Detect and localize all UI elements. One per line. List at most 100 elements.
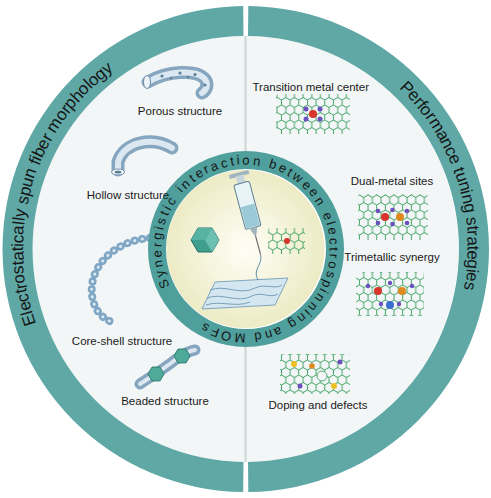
arc-letter: d — [254, 330, 263, 344]
graphene-sheet — [280, 354, 350, 394]
graphene-sheet — [268, 228, 305, 254]
band-fill — [148, 151, 344, 347]
pore — [178, 71, 181, 74]
syringe-barrel — [234, 181, 261, 230]
doped-lattice — [280, 354, 350, 394]
band-shape — [246, 0, 491, 498]
arc-letter: t — [229, 154, 235, 167]
metal-atom — [309, 110, 317, 118]
nitrogen-atom — [304, 107, 309, 112]
arc-letter: a — [9, 251, 26, 261]
arc-letter: t — [9, 247, 26, 252]
arc-letter: i — [152, 226, 165, 232]
metal-atom — [396, 213, 404, 221]
arc-letter: c — [219, 156, 228, 170]
arc-letter: t — [328, 247, 341, 251]
nitrogen-atom — [405, 209, 410, 214]
ring-title: Synergistic interaction between electros… — [148, 151, 344, 347]
ring-title: Electrostatically spun fiber morphology — [0, 0, 246, 498]
arc-letter: a — [209, 158, 220, 173]
ring-title: Performance tuning strategies — [246, 0, 491, 498]
metal-atom — [386, 301, 394, 309]
fiber-mat — [202, 278, 288, 309]
arc-letter: t — [465, 245, 482, 250]
band-fill — [248, 6, 489, 492]
pore — [160, 74, 163, 77]
fiber-shell — [140, 350, 195, 384]
arc-letter: s — [154, 216, 168, 226]
pore — [170, 77, 172, 79]
item-caption: Doping and defects — [268, 399, 367, 412]
crystal-facet — [191, 228, 212, 240]
bead-chain — [92, 238, 150, 322]
arc-letter: a — [273, 324, 285, 339]
item-caption: Porous structure — [138, 105, 222, 118]
fiber-shell — [148, 72, 207, 93]
arc-letter: o — [243, 153, 250, 166]
arc-letter: o — [326, 260, 340, 269]
arc-letter: r — [150, 243, 163, 248]
fiber-hollow — [115, 171, 122, 174]
arc-letter: n — [313, 194, 328, 207]
syringe-needle — [255, 235, 260, 254]
item-caption: Hollow structure — [87, 189, 169, 202]
arc-letter: r — [328, 254, 341, 259]
arc-letter: i — [9, 243, 26, 247]
item-caption: Core-shell structure — [72, 335, 172, 348]
fiber-opening — [112, 169, 125, 175]
core-disk — [166, 169, 326, 329]
arc-letter: c — [327, 237, 341, 245]
arc-letter: i — [236, 154, 240, 167]
mat-sheet — [202, 278, 288, 309]
item-caption: Dual-metal sites — [351, 175, 433, 188]
core-ring: Synergistic interaction between electros… — [148, 151, 344, 347]
fiber-highlight — [148, 72, 207, 93]
nitrogen-atom — [390, 222, 395, 227]
fiber-end — [144, 76, 151, 89]
arc-letter: F — [209, 325, 221, 340]
band-shape — [148, 151, 344, 347]
metal-atom — [374, 287, 382, 295]
pore — [203, 83, 206, 86]
dopant-atom — [298, 384, 303, 389]
graphene-sheet — [356, 272, 424, 316]
arc-letter: e — [150, 250, 163, 258]
mof-bead — [148, 367, 164, 381]
nitrogen-atom — [388, 281, 392, 285]
arc-letter: s — [324, 270, 338, 280]
arc-letter: s — [461, 281, 479, 292]
nitrogen-atom — [376, 209, 381, 214]
arc-letter: n — [151, 260, 165, 269]
arc-letter: g — [461, 202, 479, 214]
ring-band: Performance tuning strategies — [246, 0, 491, 498]
inner-ground — [33, 36, 459, 462]
beaded-fiber — [140, 349, 195, 384]
arc-letter — [262, 155, 268, 168]
band-shape — [0, 0, 246, 498]
arc-letter: l — [324, 220, 337, 227]
nitrogen-atom — [318, 107, 323, 112]
arc-letter: M — [234, 331, 246, 345]
graphene-sheet — [358, 194, 428, 240]
syringe-nozzle — [250, 227, 260, 237]
arc-letter: n — [263, 328, 273, 342]
pore — [193, 73, 196, 76]
syringe — [229, 170, 270, 257]
dopant-atom — [309, 363, 315, 369]
arc-letter: S — [156, 278, 171, 291]
divider-line — [245, 347, 247, 462]
fiber-highlight — [118, 142, 172, 170]
syringe-liquid — [241, 204, 260, 229]
arc-letter: r — [464, 230, 481, 237]
arc-letter: e — [465, 250, 482, 260]
dopant-atom — [338, 360, 343, 365]
graphene-piece — [268, 228, 305, 254]
metal-atom — [381, 213, 389, 221]
arc-letter — [248, 331, 252, 344]
fiber-shell — [118, 142, 172, 170]
item-caption: Transition metal center — [252, 81, 369, 94]
pore — [187, 76, 189, 78]
arc-letter: O — [220, 328, 233, 343]
graphene-sheet — [276, 94, 350, 134]
